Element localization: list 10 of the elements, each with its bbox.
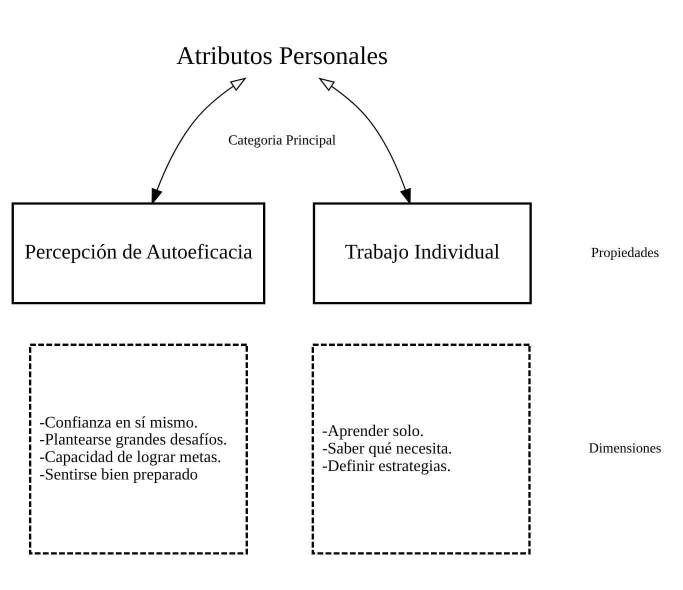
node-box: Trabajo Individual xyxy=(312,202,532,304)
node-box: -Confianza en sí mismo. -Plantearse grandes desafíos. -Capacidad de lograr metas. -Sentirse bien preparado xyxy=(28,344,248,555)
node-text: Atributos Personales xyxy=(176,40,388,70)
label: Propiedades xyxy=(591,246,660,261)
label: Dimensiones xyxy=(588,442,662,457)
arrow xyxy=(318,78,411,206)
label: Categoria Principal xyxy=(228,134,336,148)
node-box: -Aprender solo. -Saber qué necesita. -Definir estrategias. xyxy=(312,344,531,555)
node-box: Percepción de Autoeficacia xyxy=(12,202,266,304)
arrow xyxy=(152,77,247,206)
